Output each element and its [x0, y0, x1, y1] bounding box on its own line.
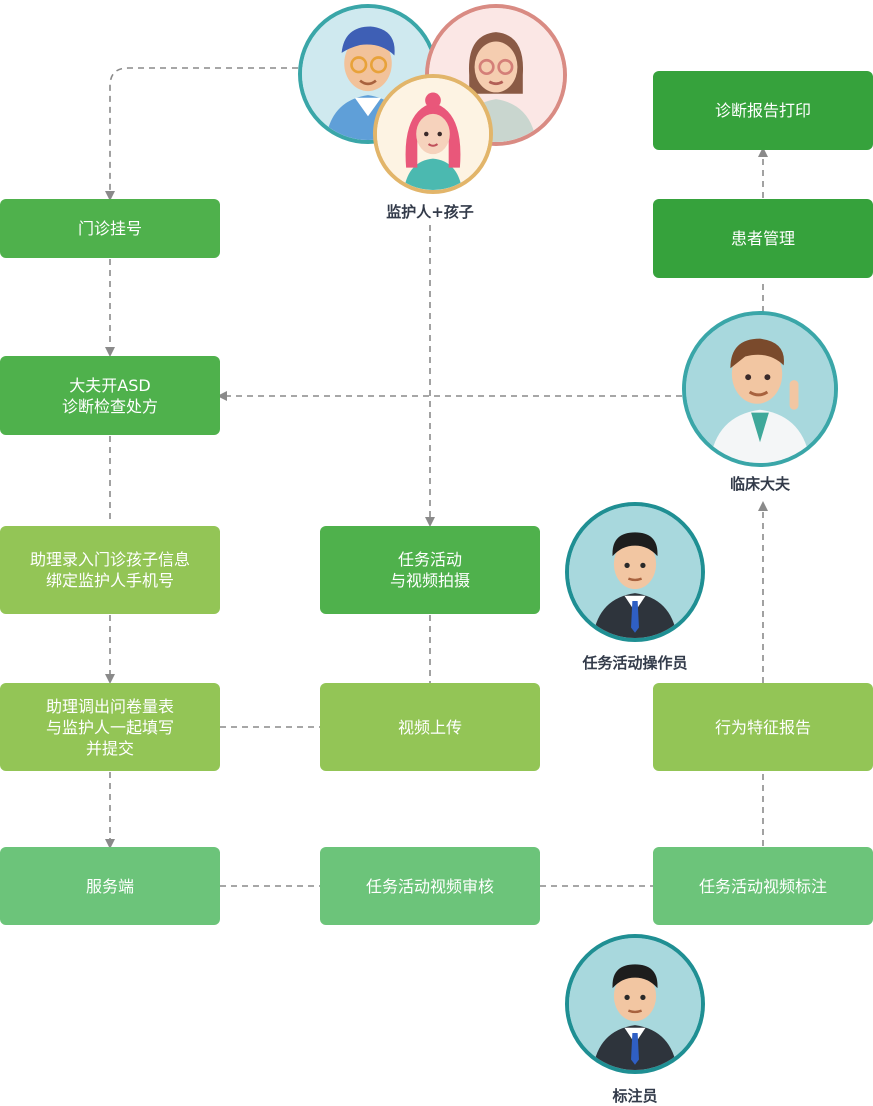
guardian-child-label: 监护人+孩子 [386, 203, 474, 221]
video-review-box: 任务活动视频审核 [320, 847, 540, 925]
task-shoot-box: 任务活动 与视频拍摄 [320, 526, 540, 614]
assistant-entry-box: 助理录入门诊孩子信息 绑定监护人手机号 [0, 526, 220, 614]
annotator-label: 标注员 [612, 1087, 658, 1105]
doctor-label: 临床大夫 [729, 475, 790, 493]
video-annotation-box: 任务活动视频标注 [653, 847, 873, 925]
questionnaire-box: 助理调出问卷量表 与监护人一起填写 并提交 [0, 683, 220, 771]
video-upload-box: 视频上传 [320, 683, 540, 771]
task-operator-label: 任务活动操作员 [582, 654, 688, 672]
connector-family-registration [105, 67, 298, 201]
report-print-box: 诊断报告打印 [653, 71, 873, 150]
registration-box: 门诊挂号 [0, 199, 220, 258]
server-box: 服务端 [0, 847, 220, 925]
prescription-box: 大夫开ASD 诊断检查处方 [0, 356, 220, 435]
annotator-avatar-icon [565, 934, 705, 1074]
behavior-report-box: 行为特征报告 [653, 683, 873, 771]
girl-avatar-icon [373, 74, 493, 194]
doctor-avatar-icon [682, 311, 838, 467]
patient-management-box: 患者管理 [653, 199, 873, 278]
operator-avatar-icon [565, 502, 705, 642]
